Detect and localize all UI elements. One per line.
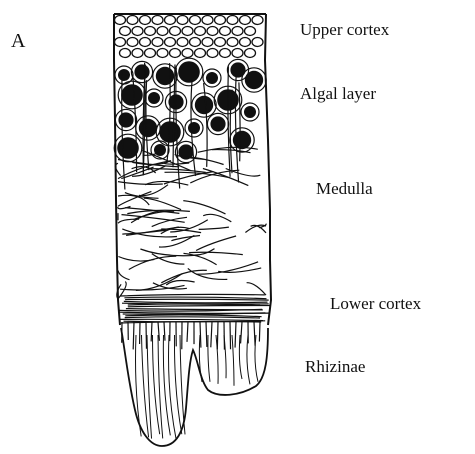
upper-cortex-cells	[115, 16, 264, 58]
rhizinae-shape	[121, 328, 268, 446]
rhizinae-strands	[136, 335, 258, 439]
